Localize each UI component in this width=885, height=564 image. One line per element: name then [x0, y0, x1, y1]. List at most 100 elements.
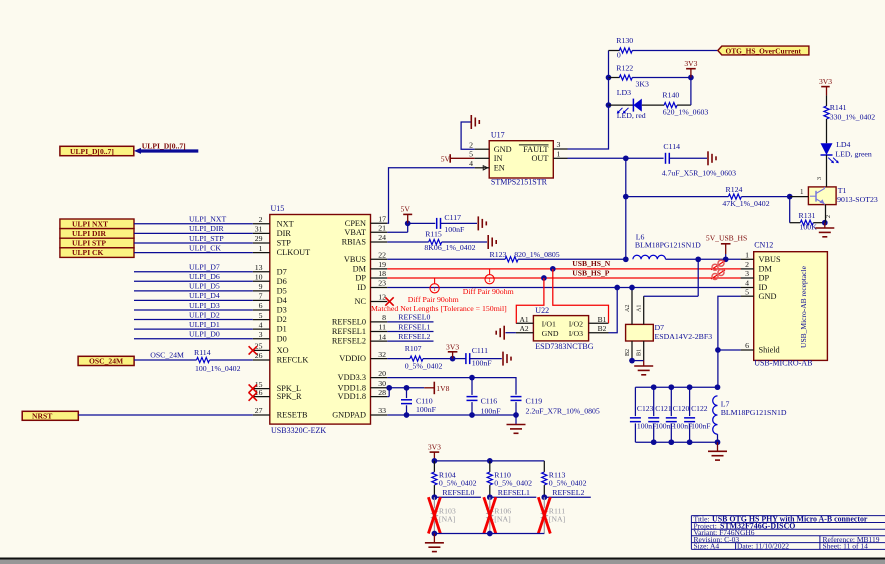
svg-text:3: 3: [557, 140, 561, 149]
svg-text:19: 19: [378, 260, 386, 269]
svg-text:I/O1: I/O1: [542, 320, 556, 329]
svg-text:R123: R123: [490, 250, 507, 259]
svg-text:100nF: 100nF: [481, 406, 502, 415]
svg-text:[NA]: [NA]: [439, 515, 456, 524]
svg-text:16: 16: [255, 388, 263, 397]
svg-text:2: 2: [825, 215, 832, 218]
svg-text:1: 1: [259, 244, 263, 253]
svg-text:REFSEL0: REFSEL0: [398, 313, 430, 322]
svg-text:ULPI CK: ULPI CK: [72, 248, 104, 257]
svg-text:14: 14: [378, 332, 386, 341]
svg-text:REFSEL1: REFSEL1: [332, 327, 366, 336]
svg-text:4: 4: [259, 320, 263, 329]
svg-text:R124: R124: [726, 185, 743, 194]
svg-text:BLM18PG121SN1D: BLM18PG121SN1D: [721, 408, 787, 417]
svg-text:C121: C121: [655, 404, 672, 413]
svg-text:6: 6: [745, 341, 749, 350]
svg-text:OUT: OUT: [531, 154, 548, 163]
svg-text:GND: GND: [542, 329, 559, 338]
svg-text:ULPI_D4: ULPI_D4: [189, 291, 220, 300]
svg-text:31: 31: [255, 225, 263, 234]
svg-text:0_5%_0402: 0_5%_0402: [405, 362, 443, 371]
svg-text:R115: R115: [425, 230, 442, 239]
svg-text:ID: ID: [759, 283, 768, 292]
svg-text:NC: NC: [354, 297, 366, 306]
svg-text:20: 20: [378, 369, 386, 378]
svg-text:24: 24: [378, 233, 386, 242]
svg-text:11: 11: [378, 323, 386, 332]
svg-text:D3: D3: [277, 306, 287, 315]
svg-text:3K3: 3K3: [636, 79, 650, 88]
svg-text:ULPI_NXT: ULPI_NXT: [189, 215, 226, 224]
svg-text:USB_HS_P: USB_HS_P: [572, 268, 609, 277]
svg-text:REFSEL2: REFSEL2: [552, 488, 584, 497]
svg-text:USB OTG HS PHY with Micro A-B: USB OTG HS PHY with Micro A-B connector: [712, 515, 868, 524]
svg-text:25: 25: [255, 342, 263, 351]
svg-text:2: 2: [259, 215, 263, 224]
svg-text:5V: 5V: [441, 154, 451, 163]
svg-text:VBUS: VBUS: [759, 255, 782, 264]
svg-text:ULPI_D0: ULPI_D0: [189, 329, 220, 338]
svg-text:CLKOUT: CLKOUT: [277, 248, 311, 257]
svg-text:Diff Pair 90ohm: Diff Pair 90ohm: [463, 287, 514, 296]
svg-text:DM: DM: [353, 265, 367, 274]
svg-text:8: 8: [382, 313, 386, 322]
svg-text:[NA]: [NA]: [549, 515, 566, 524]
svg-text:R110: R110: [494, 470, 511, 479]
svg-text:LD4: LD4: [836, 140, 850, 149]
svg-text:Reference: MB119: Reference: MB119: [823, 535, 880, 544]
svg-text:I/O3: I/O3: [569, 329, 583, 338]
svg-text:OSC_24M: OSC_24M: [89, 356, 123, 365]
svg-text:B1: B1: [637, 349, 643, 356]
svg-text:BLM18PG121SN1D: BLM18PG121SN1D: [635, 240, 701, 249]
svg-text:21: 21: [378, 223, 386, 232]
svg-text:6: 6: [259, 301, 263, 310]
svg-text:ULPI_D6: ULPI_D6: [189, 272, 220, 281]
svg-text:ULPI DIR: ULPI DIR: [72, 229, 106, 238]
svg-text:D4: D4: [277, 296, 288, 305]
svg-text:B2: B2: [625, 349, 631, 356]
svg-text:3V3: 3V3: [446, 342, 459, 351]
svg-text:ULPI_D[0..7]: ULPI_D[0..7]: [70, 147, 114, 156]
svg-text:LED, red: LED, red: [617, 111, 646, 120]
svg-text:3V3: 3V3: [819, 77, 832, 86]
svg-text:Shield: Shield: [759, 346, 781, 355]
svg-text:Revision: C-03: Revision: C-03: [694, 535, 740, 544]
svg-text:Project:: Project:: [694, 521, 717, 530]
svg-text:ULPI_D2: ULPI_D2: [189, 310, 220, 319]
svg-text:4: 4: [469, 159, 473, 168]
svg-text:XO: XO: [277, 346, 289, 355]
svg-text:VDD1.8: VDD1.8: [338, 383, 366, 392]
svg-text:ESD7383NCTBG: ESD7383NCTBG: [535, 342, 593, 351]
svg-text:STM32F746G-DISCO: STM32F746G-DISCO: [720, 521, 795, 530]
svg-text:10: 10: [255, 273, 263, 282]
svg-text:D0: D0: [277, 334, 287, 343]
svg-text:Matched Net Lengths [Tolerance: Matched Net Lengths [Tolerance = 150mil]: [371, 304, 507, 313]
svg-text:FAULT: FAULT: [523, 145, 548, 154]
svg-text:ULPI_DIR: ULPI_DIR: [189, 224, 224, 233]
svg-text:620_1%_0603: 620_1%_0603: [663, 108, 709, 117]
svg-text:1: 1: [745, 251, 749, 260]
svg-text:NXT: NXT: [277, 219, 294, 228]
svg-text:B2: B2: [598, 324, 607, 333]
svg-text:26: 26: [255, 351, 263, 360]
svg-text:27: 27: [255, 406, 263, 415]
svg-text:0_5%_0402: 0_5%_0402: [439, 479, 477, 488]
svg-text:4: 4: [745, 279, 749, 288]
svg-text:CPEN: CPEN: [345, 219, 366, 228]
svg-text:30: 30: [378, 379, 386, 388]
svg-text:Diff Pair 90ohm: Diff Pair 90ohm: [408, 295, 459, 304]
svg-text:IN: IN: [494, 154, 503, 163]
svg-text:R107: R107: [405, 344, 422, 353]
svg-text:USB3320C-EZK: USB3320C-EZK: [271, 426, 326, 435]
svg-text:C116: C116: [481, 396, 498, 405]
svg-text:R106: R106: [494, 506, 511, 515]
svg-text:C111: C111: [472, 346, 488, 355]
svg-text:R130: R130: [616, 36, 633, 45]
svg-text:D6: D6: [277, 277, 287, 286]
svg-text:1: 1: [800, 188, 804, 196]
svg-text:I/O2: I/O2: [569, 320, 583, 329]
svg-text:330_1%_0402: 330_1%_0402: [830, 112, 876, 121]
svg-text:Sheet: 11 of 14: Sheet: 11 of 14: [823, 542, 869, 551]
svg-text:REFSEL0: REFSEL0: [442, 488, 474, 497]
